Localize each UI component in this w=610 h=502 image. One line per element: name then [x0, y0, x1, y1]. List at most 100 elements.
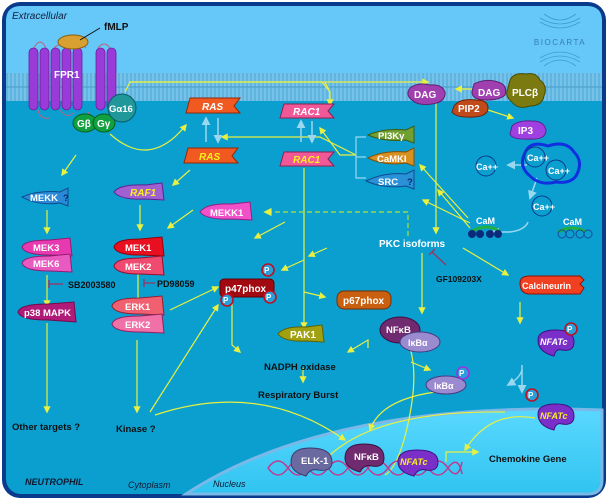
camki[interactable]: [366, 147, 415, 167]
ras-membrane[interactable]: [185, 97, 242, 114]
fmlp-label: fMLP: [104, 22, 129, 33]
ikba-bound[interactable]: [399, 331, 441, 353]
elk1-nucleus[interactable]: [290, 447, 333, 477]
mek2[interactable]: [113, 255, 165, 276]
nfatc-phospho-label: NFATc: [540, 337, 568, 347]
ikba-bound-label: IκBα: [408, 338, 428, 348]
mekk[interactable]: [20, 187, 69, 207]
mek3-label: MEK3: [33, 243, 59, 254]
ikba-phospho-label: P: [459, 369, 465, 378]
calcium-label-4: Ca++: [533, 202, 555, 212]
g-beta-label: Gβ: [77, 119, 91, 130]
kinase-label: Kinase ?: [116, 424, 156, 435]
erk2[interactable]: [111, 313, 165, 334]
released-phosphate-label: P: [528, 391, 534, 400]
nfkb-cytosol-label: NFκB: [386, 325, 411, 336]
pkc-isoforms-label[interactable]: PKC isoforms: [379, 239, 446, 250]
nfatc-cytosol-phospho[interactable]: [537, 329, 575, 357]
mekk-question: ?: [63, 193, 69, 204]
dag-right[interactable]: [471, 79, 507, 101]
g-alpha16-label: Gα16: [109, 104, 133, 115]
calcium-label-3: Ca++: [548, 166, 570, 176]
mekk1[interactable]: [199, 201, 253, 221]
plc-beta[interactable]: [506, 73, 546, 108]
pi3k-gamma[interactable]: [366, 125, 415, 144]
neutrophil-label: NEUTROPHIL: [25, 477, 84, 487]
p47phox-label: p47phox: [225, 284, 267, 295]
pip2[interactable]: [451, 99, 489, 118]
nucleus-label: Nucleus: [213, 479, 246, 489]
raf1-label: RAF1: [130, 188, 157, 199]
src-question: ?: [407, 177, 413, 188]
nfatc-cytosol[interactable]: [537, 403, 575, 431]
rac1-membrane-label: RAC1: [293, 107, 321, 118]
signaling-arrows: [43, 78, 536, 476]
ras-cytosol[interactable]: [183, 147, 240, 164]
p38-mapk[interactable]: [17, 301, 77, 323]
erk1[interactable]: [111, 295, 165, 316]
inhibitor-lines: [48, 248, 447, 288]
calcineurin-label: Calcineurin: [522, 281, 571, 291]
src-label: SRC: [378, 177, 398, 188]
p47phox[interactable]: [219, 278, 275, 298]
pak1-label: PAK1: [290, 330, 316, 341]
nadph-oxidase-label: NADPH oxidase: [264, 362, 336, 373]
mekk1-label: MEKK1: [210, 208, 244, 219]
other-targets-label: Other targets ?: [12, 422, 80, 433]
fpr1-receptor[interactable]: [28, 41, 117, 119]
mek6[interactable]: [21, 253, 73, 273]
cytoplasm-label: Cytoplasm: [128, 480, 171, 490]
p67phox[interactable]: [336, 290, 392, 310]
nfatc-nucleus[interactable]: [397, 449, 439, 477]
phospho-label-3: P: [223, 296, 229, 305]
rac1-cytosol-label: RAC1: [293, 155, 321, 166]
mek1[interactable]: [113, 236, 165, 257]
pak1[interactable]: [277, 324, 325, 343]
ikba-free[interactable]: [425, 375, 467, 395]
exchange-arrows: [201, 116, 538, 394]
elk1-label: ELK-1: [301, 456, 329, 467]
phospho-label-1: P: [264, 266, 270, 275]
fmlp-ligand[interactable]: [57, 34, 89, 50]
biocarta-logo: [539, 13, 581, 67]
calcium-label-2: Ca++: [527, 153, 549, 163]
mek2-label: MEK2: [125, 262, 151, 273]
mek3[interactable]: [21, 237, 73, 257]
ikba-free-label: IκBα: [434, 381, 454, 391]
nfatc-phospho-site: [564, 322, 578, 336]
calmodulin-inactive[interactable]: [557, 226, 593, 239]
erk1-label: ERK1: [125, 302, 151, 313]
dag-left[interactable]: [407, 83, 446, 105]
calcium-label-1: Ca++: [476, 162, 498, 172]
sb2003580-label: SB2003580: [68, 280, 116, 290]
cam-active-label: CaM: [476, 216, 495, 226]
pi3k-gamma-label: PI3Kγ: [378, 131, 405, 142]
rac1-cytosol[interactable]: [279, 151, 336, 167]
dag-left-label: DAG: [414, 90, 436, 101]
ikba-phospho: [456, 366, 470, 380]
nfatc-phospho-site-label: P: [567, 325, 573, 334]
ip3-label: IP3: [518, 126, 533, 137]
g-alpha16[interactable]: [107, 93, 137, 123]
src[interactable]: [364, 169, 415, 190]
raf1[interactable]: [113, 182, 165, 201]
cam-inactive-label: CaM: [563, 217, 582, 227]
fpr1-label: FPR1: [54, 70, 80, 81]
calcineurin[interactable]: [519, 275, 585, 295]
phospho-sites-p47: [220, 263, 277, 307]
calmodulin-active[interactable]: [468, 225, 502, 238]
nfkb-nucleus[interactable]: [344, 443, 385, 473]
rac1-membrane[interactable]: [279, 103, 336, 119]
pkc-mekk1-dashed-arrow: [263, 207, 409, 236]
chemokine-gene-label: Chemokine Gene: [489, 454, 567, 465]
ip3[interactable]: [509, 120, 547, 140]
g-gamma-label: Gγ: [97, 119, 111, 130]
pip2-label: PIP2: [458, 104, 480, 115]
g-gamma[interactable]: [92, 113, 116, 133]
extracellular-label: Extracellular: [12, 11, 68, 22]
mekk-label: MEKK: [30, 193, 58, 204]
respiratory-burst-label: Respiratory Burst: [258, 390, 339, 401]
p67phox-label: p67phox: [343, 296, 385, 307]
p38-mapk-label: p38 MAPK: [24, 308, 71, 319]
